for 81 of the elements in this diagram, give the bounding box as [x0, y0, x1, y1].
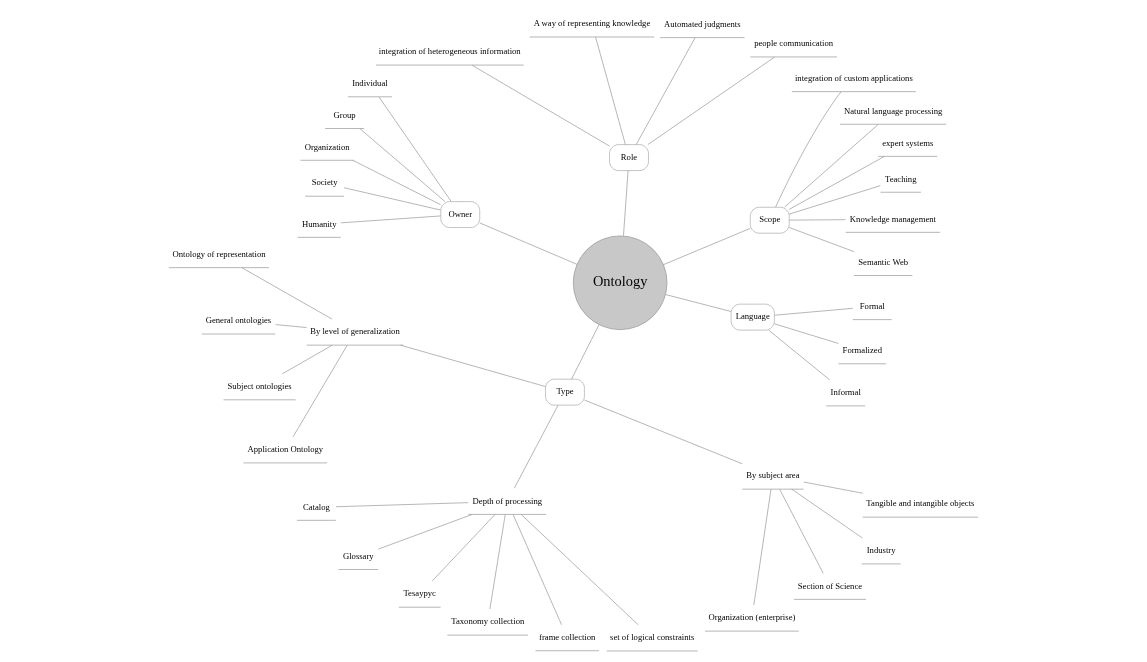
connector: [489, 514, 506, 610]
node-text: Application Ontology: [247, 444, 324, 455]
connector: [520, 514, 639, 626]
connector: [335, 502, 469, 508]
connector: [584, 399, 743, 465]
connector: [788, 227, 855, 252]
connector: [359, 128, 446, 202]
connector: [275, 324, 307, 328]
node-text: Humanity: [301, 218, 337, 229]
connector: [768, 329, 830, 381]
connector: [788, 156, 885, 210]
connector: [774, 307, 854, 316]
connector: [635, 37, 696, 145]
connector: [513, 404, 559, 489]
connector: [241, 267, 333, 320]
connector: [571, 324, 600, 380]
node-text: Automated judgments: [664, 18, 741, 29]
node-text: Tesaypyc: [403, 588, 436, 599]
node-text: Formal: [859, 300, 885, 311]
connector: [479, 222, 578, 265]
connector: [343, 187, 441, 211]
connector: [779, 488, 824, 574]
node-circle: Ontology: [572, 235, 668, 330]
node-text: set of logical constraints: [610, 632, 695, 643]
connector: [340, 215, 441, 224]
connector: [665, 294, 732, 312]
node-text: Natural language processing: [843, 105, 943, 116]
node-text: Catalog: [302, 501, 330, 512]
connector: [512, 514, 562, 626]
node-text: Glossary: [342, 550, 374, 561]
connector: [623, 170, 629, 237]
node-text: frame collection: [539, 631, 596, 642]
connector: [663, 228, 751, 266]
node-text: Group: [333, 109, 356, 120]
node-text: Section of Science: [797, 580, 863, 591]
node-text: By subject area: [746, 470, 800, 481]
connector: [377, 514, 473, 550]
node-text: Individual: [352, 78, 388, 89]
node-box: Language: [730, 303, 775, 331]
connector: [789, 185, 881, 215]
node-text: Society: [311, 177, 338, 188]
node-text: Organization (enterprise): [708, 612, 796, 623]
node-text: Depth of processing: [472, 495, 543, 506]
connector: [784, 123, 879, 208]
node-text: Tangible and intangible objects: [866, 498, 975, 509]
connector: [292, 344, 348, 438]
node-text: Organization: [304, 141, 350, 152]
connector: [378, 96, 452, 202]
node-text: expert systems: [882, 137, 934, 148]
connector: [753, 488, 772, 606]
node-text: Knowledge management: [849, 213, 936, 224]
connector: [775, 91, 842, 208]
connector: [774, 323, 839, 344]
node-box: Scope: [749, 206, 790, 234]
connector: [595, 36, 626, 145]
connector: [400, 344, 546, 387]
node-box: Role: [609, 144, 649, 171]
node-text: people communication: [754, 38, 834, 49]
node-text: By level of generalization: [310, 326, 400, 337]
connector: [471, 64, 610, 147]
node-text: integration of custom applications: [794, 72, 913, 83]
node-text: Subject ontologies: [227, 381, 292, 392]
node-text: Teaching: [884, 173, 917, 184]
connector: [647, 56, 776, 145]
connector: [352, 160, 441, 205]
connector: [791, 488, 863, 539]
node-text: Semantic Web: [858, 256, 909, 267]
node-text: General ontologies: [205, 315, 272, 326]
node-text: Ontology of representation: [172, 248, 266, 259]
connector: [803, 481, 864, 494]
node-text: A way of representing knowledge: [533, 18, 651, 29]
node-text: Industry: [866, 545, 896, 556]
connector: [431, 514, 496, 582]
connector: [788, 219, 846, 221]
node-text: Taxonomy collection: [451, 616, 525, 627]
node-text: Formalized: [842, 345, 882, 356]
node-text: Informal: [830, 387, 861, 398]
node-box: Type: [545, 378, 585, 406]
node-box: Owner: [440, 201, 481, 228]
connector: [281, 344, 333, 375]
node-text: integration of heterogeneous information: [378, 46, 521, 57]
